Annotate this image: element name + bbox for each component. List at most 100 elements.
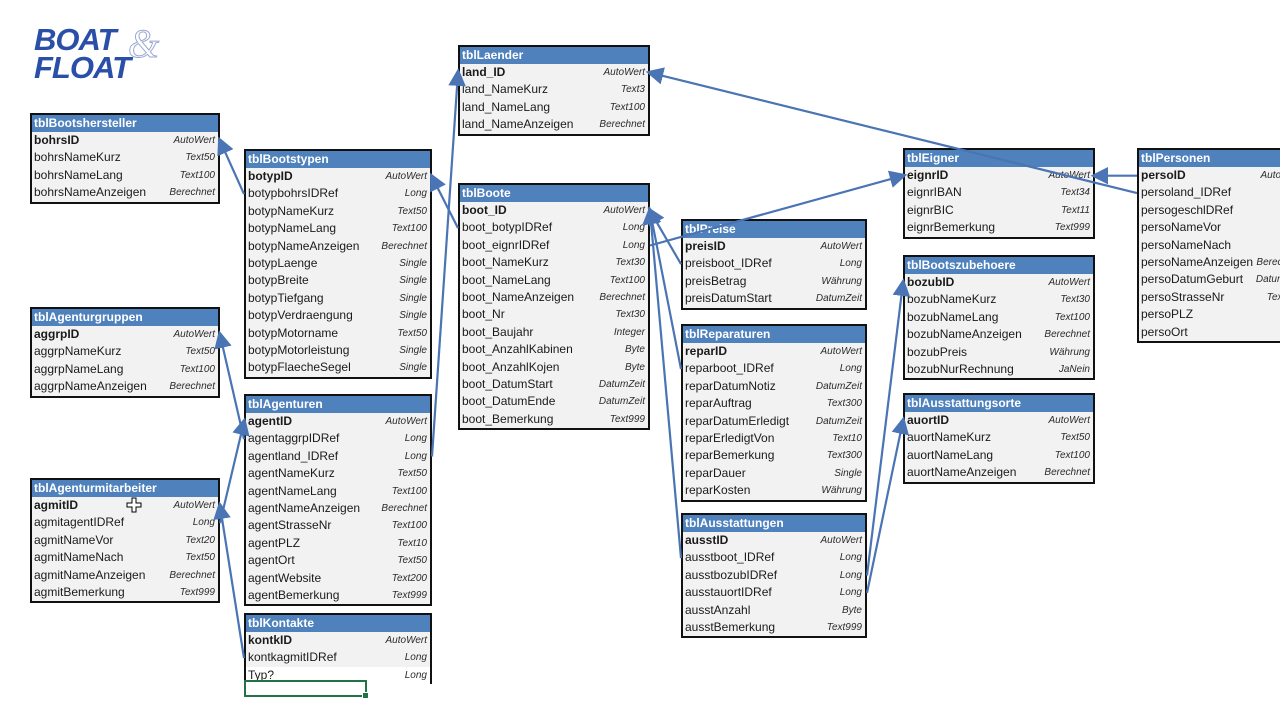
field-row[interactable]: persoPLZ (1139, 306, 1280, 323)
fill-handle[interactable] (362, 692, 369, 699)
field-row[interactable]: Typ?Long (246, 666, 430, 685)
field-row[interactable]: persoOrt (1139, 324, 1280, 341)
field-row[interactable]: persoIDAutoWert (1139, 167, 1280, 184)
field-row[interactable]: persoStrasseNrText100 (1139, 289, 1280, 306)
field-row[interactable]: persogeschlDRef (1139, 202, 1280, 219)
table-tblpersonen[interactable]: tblPersonenpersoIDAutoWertpersoland_IDRe… (1137, 148, 1280, 343)
field-row[interactable]: persoDatumGeburtDatumZeit (1139, 271, 1280, 288)
field-row[interactable]: persoNameVor (1139, 219, 1280, 236)
field-row[interactable]: persoNameAnzeigenBerechnet (1139, 254, 1280, 271)
field-row[interactable]: persoNameNach (1139, 237, 1280, 254)
